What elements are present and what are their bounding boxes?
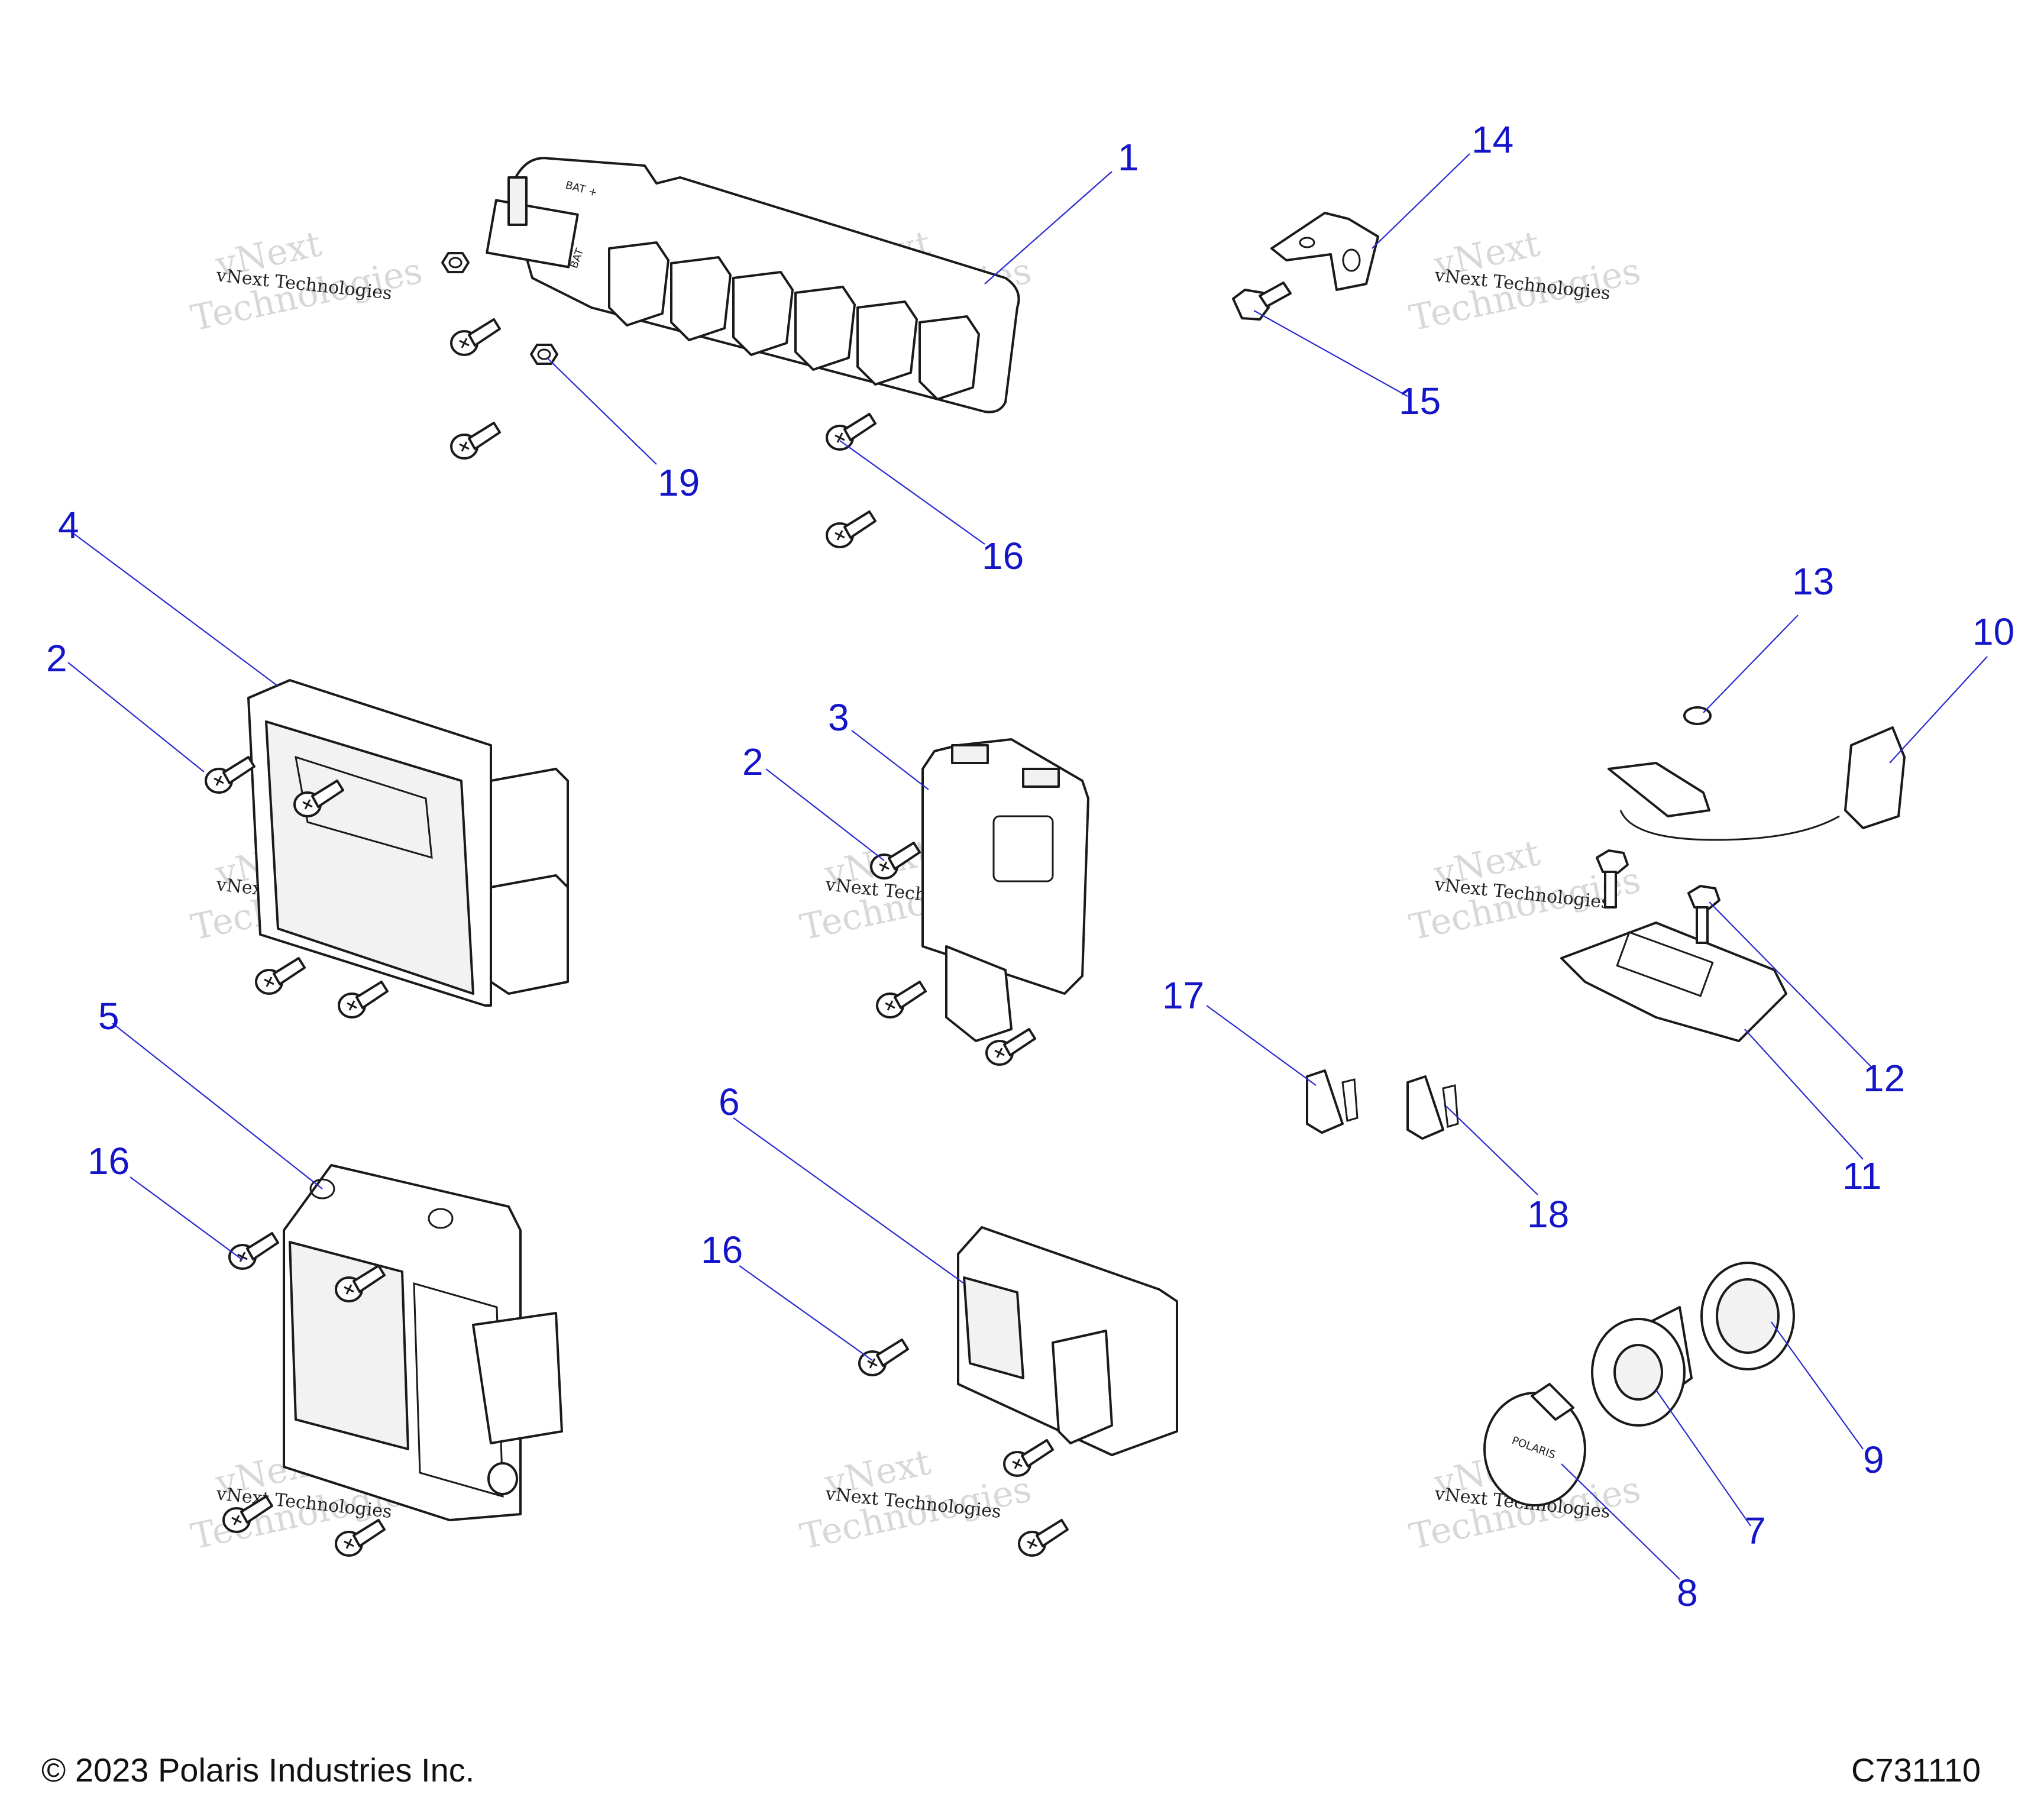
callout-11: 11 (1842, 1155, 1881, 1197)
watermark-8: vNext Technologies (797, 1441, 1035, 1558)
part-18-clip (1406, 1075, 1459, 1140)
callout-19: 19 (658, 461, 700, 504)
callout-5: 5 (98, 995, 119, 1037)
callout-numbers: 1 2 2 3 4 5 6 7 8 9 10 11 12 13 14 15 16… (46, 118, 2014, 1614)
leader-3 (851, 730, 929, 790)
part-6-module (957, 1226, 1178, 1456)
callout-14: 14 (1471, 118, 1513, 161)
part-12-bolt (1596, 849, 1720, 944)
part-10-sensor (1608, 726, 1906, 841)
callout-17: 17 (1162, 974, 1204, 1017)
relay-connectors (608, 241, 980, 400)
callout-3: 3 (828, 696, 849, 739)
watermark-3: vNext Technologies (1406, 223, 1644, 340)
leader-1 (984, 171, 1112, 284)
callout-7: 7 (1745, 1509, 1766, 1552)
diagram-code: C731110 (1851, 1751, 1981, 1789)
callout-13: 13 (1792, 560, 1834, 603)
part-15-bolt (1232, 282, 1292, 321)
callout-10: 10 (1972, 610, 2014, 653)
part-4-ecu (247, 679, 569, 1007)
leader-2a (67, 662, 205, 772)
leader-6 (733, 1117, 965, 1284)
leader-12 (1709, 901, 1875, 1071)
part-9-nut-ring (1700, 1262, 1795, 1370)
callout-8: 8 (1677, 1572, 1698, 1614)
leader-16c (739, 1265, 873, 1361)
callout-2a: 2 (46, 637, 67, 680)
watermark-1: vNext Technologies (187, 223, 426, 340)
leader-lines (67, 153, 1988, 1580)
part-3-module (921, 738, 1089, 1042)
leader-19 (546, 357, 657, 465)
callout-4: 4 (58, 504, 79, 547)
callout-15: 15 (1399, 380, 1441, 422)
copyright-text: © 2023 Polaris Industries Inc. (41, 1751, 475, 1789)
callout-16b: 16 (88, 1140, 130, 1182)
callout-16a: 16 (982, 535, 1024, 577)
part-1-relay-block: BAT + BAT (486, 157, 1020, 413)
callout-9: 9 (1863, 1438, 1884, 1481)
callout-16c: 16 (701, 1228, 743, 1271)
leader-15 (1253, 310, 1408, 397)
leader-4 (67, 529, 279, 687)
part-11-bracket (1560, 922, 1787, 1042)
leader-7 (1655, 1389, 1751, 1527)
leader-16a (839, 440, 985, 545)
leader-5 (112, 1023, 323, 1189)
callout-1: 1 (1118, 136, 1139, 179)
leader-11 (1744, 1029, 1864, 1160)
part-17-clip (1306, 1069, 1359, 1134)
leader-10 (1889, 656, 1988, 764)
part-5-controller (283, 1164, 563, 1521)
leader-14 (1372, 153, 1470, 249)
leader-16b (130, 1176, 243, 1260)
leader-18 (1445, 1105, 1538, 1195)
leader-8 (1561, 1463, 1680, 1580)
part-8-cap: POLARIS (1483, 1383, 1586, 1506)
leader-9 (1771, 1321, 1864, 1450)
callout-12: 12 (1863, 1057, 1905, 1100)
callout-18: 18 (1527, 1193, 1569, 1236)
leader-2b (765, 768, 885, 861)
leader-17 (1206, 1005, 1317, 1086)
callout-6: 6 (719, 1081, 740, 1123)
part-14-bracket (1270, 212, 1379, 291)
part-7-socket (1591, 1306, 1693, 1427)
leader-13 (1703, 615, 1799, 713)
callout-2b: 2 (742, 741, 764, 783)
